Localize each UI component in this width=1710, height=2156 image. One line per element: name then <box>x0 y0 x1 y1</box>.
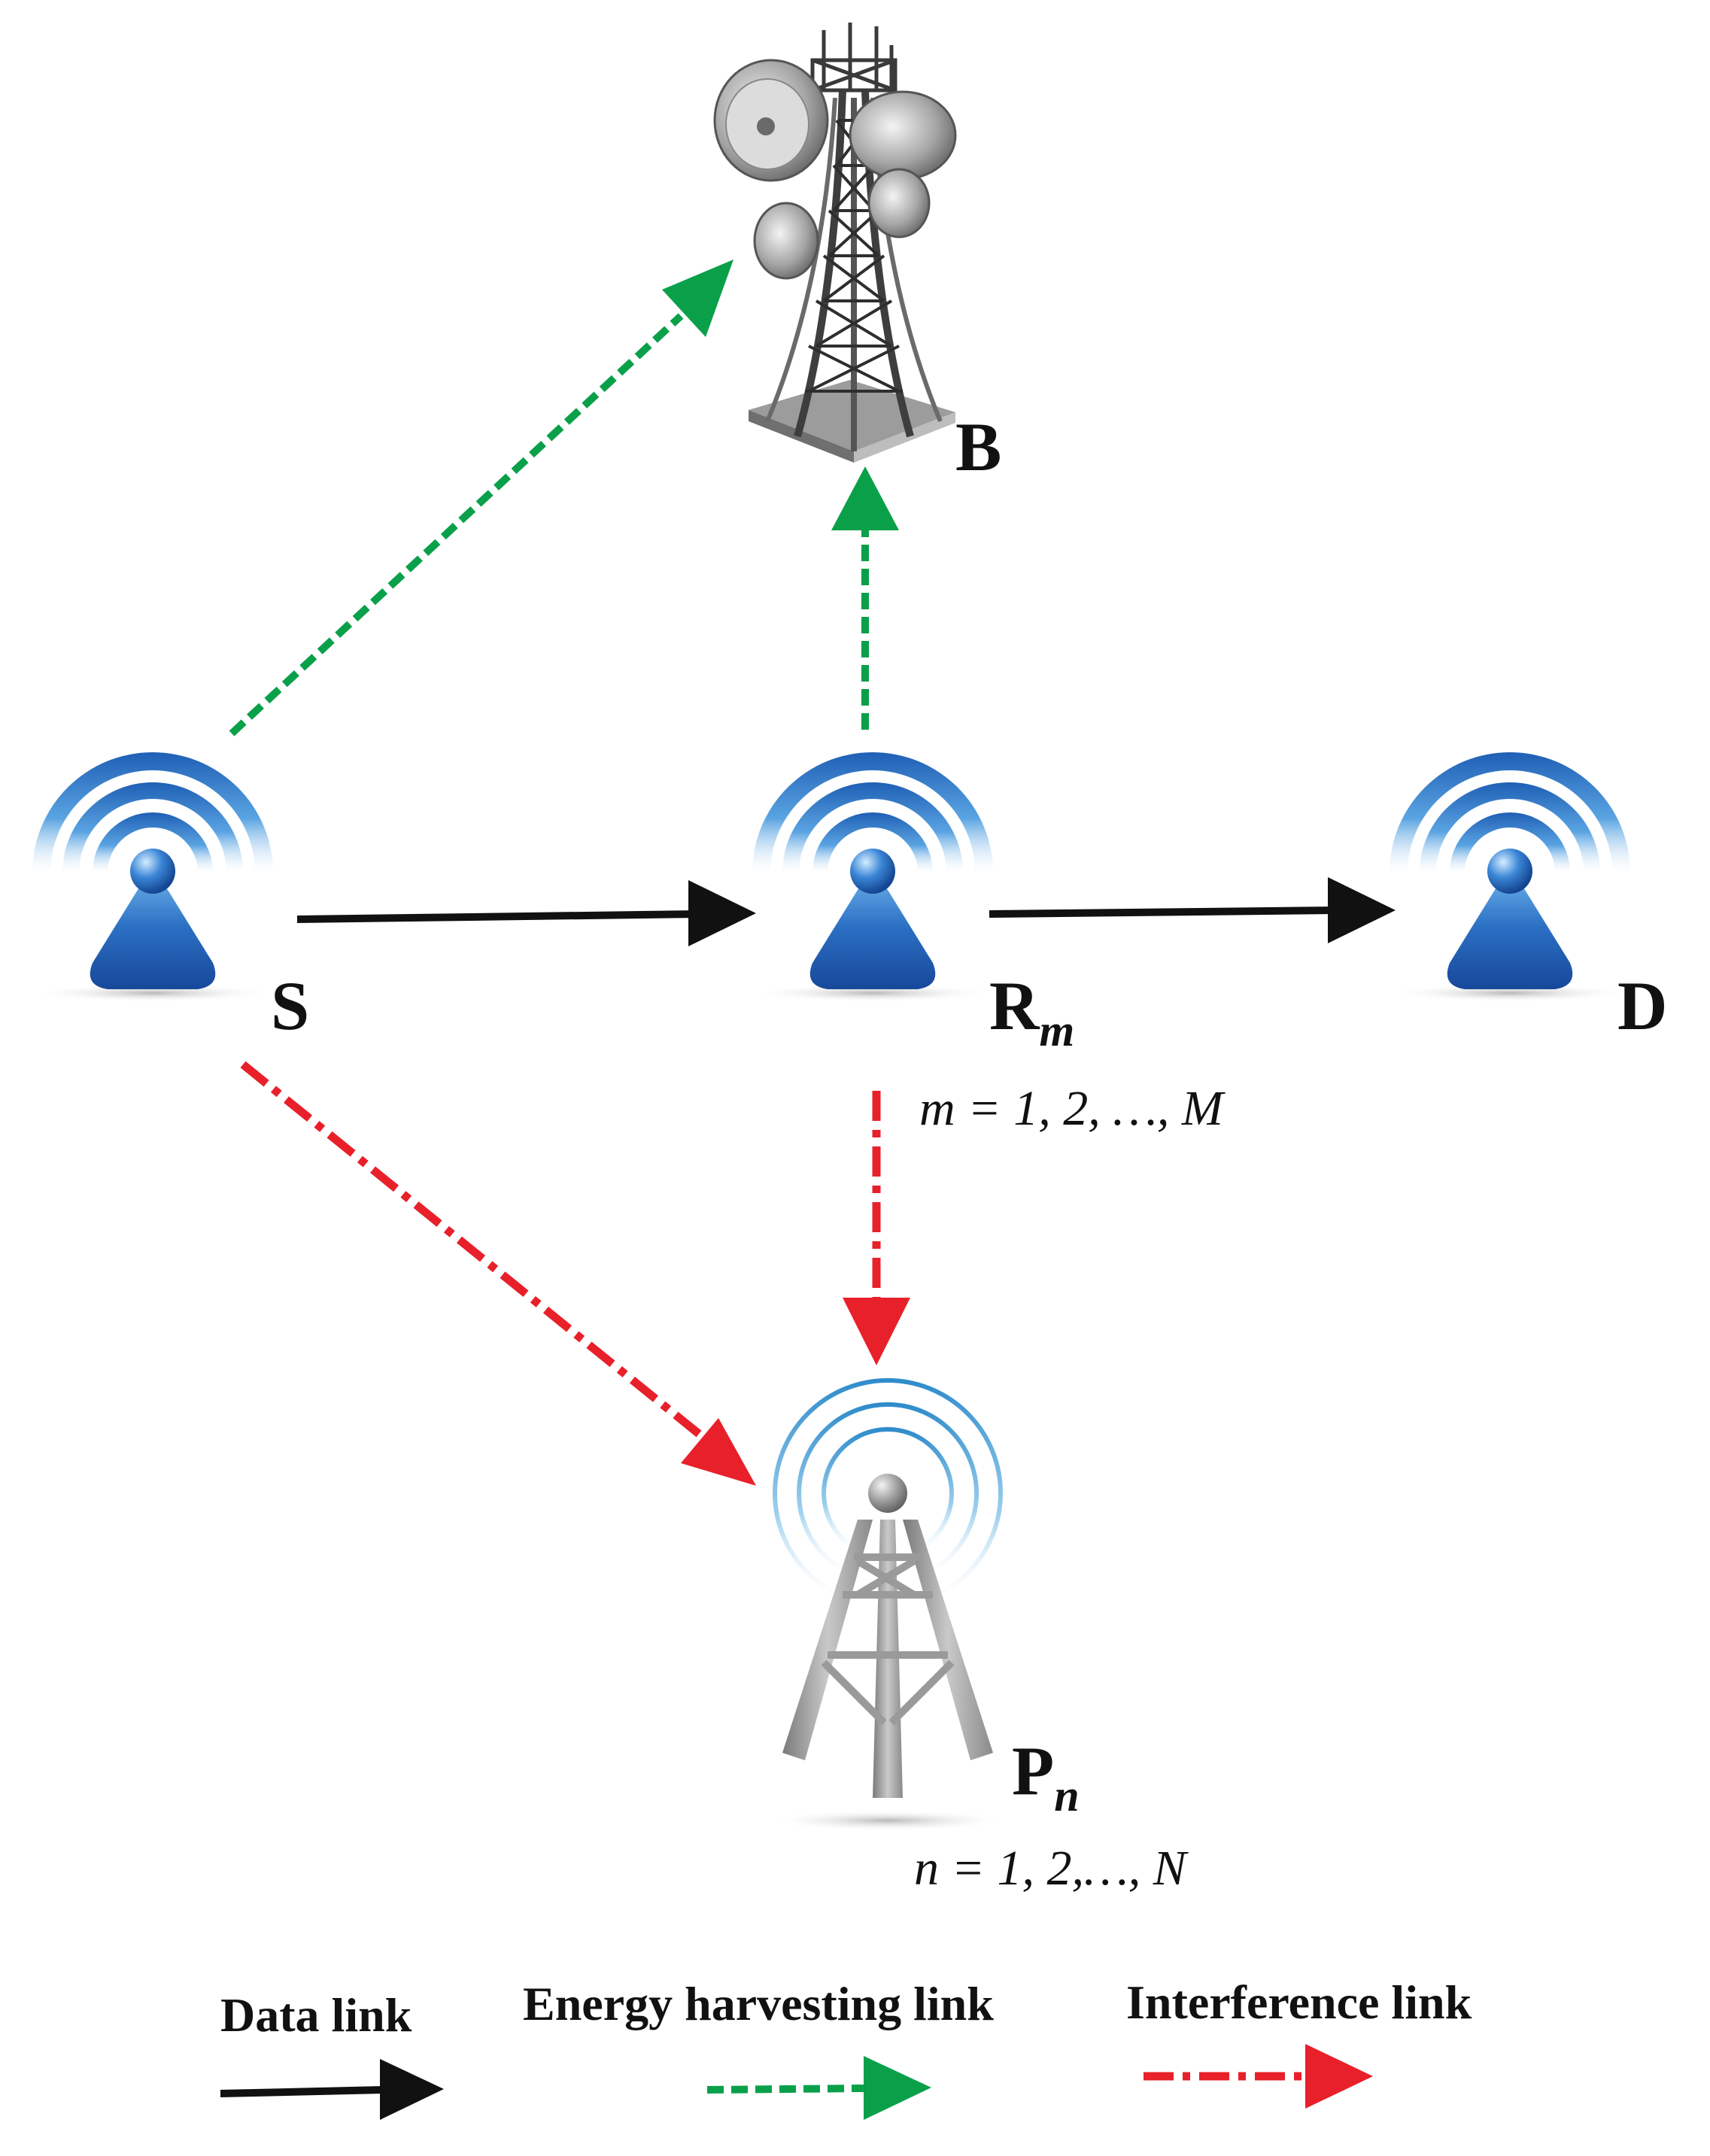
relay-range-label: m = 1, 2, …, M <box>919 1081 1226 1136</box>
data-link-r-to-d <box>989 877 1396 943</box>
primary-label: Pn <box>1012 1732 1080 1820</box>
energy-link-s-to-b <box>229 260 734 736</box>
beacon-tower-icon <box>713 23 957 463</box>
legend: Data link Energy harvesting link Interfe… <box>220 1975 1472 2120</box>
relay-node-icon <box>752 752 993 1002</box>
interference-link-s-to-p <box>240 1061 756 1486</box>
destination-label: D <box>1617 967 1667 1044</box>
legend-interference-link-arrow <box>1144 2044 1373 2109</box>
primary-tower-icon <box>767 1378 1008 1831</box>
interference-link-r-to-p <box>843 1091 910 1365</box>
legend-data-link-arrow <box>220 2059 444 2120</box>
source-label: S <box>271 967 309 1044</box>
legend-energy-link-label: Energy harvesting link <box>523 1977 994 2030</box>
relay-label: Rm <box>989 967 1074 1055</box>
legend-interference-link-label: Interference link <box>1126 1975 1472 2029</box>
legend-data-link-label: Data link <box>220 1988 412 2042</box>
data-link-s-to-r <box>296 880 756 946</box>
destination-node-icon <box>1390 752 1630 1002</box>
beacon-label: B <box>955 408 1001 485</box>
energy-link-r-to-b <box>831 466 899 730</box>
legend-energy-link-arrow <box>706 2056 931 2120</box>
source-node-icon <box>32 752 273 1002</box>
primary-range-label: n = 1, 2,…, N <box>914 1841 1189 1896</box>
